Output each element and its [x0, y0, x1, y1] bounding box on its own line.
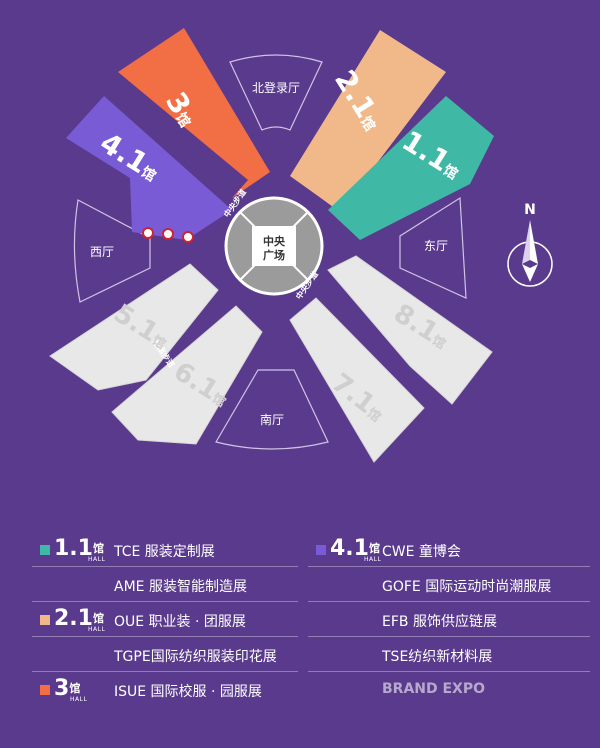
legend-text: TGPE国际纺织服装印花展 [114, 649, 277, 665]
legend-text: TCE 服装定制展 [114, 544, 215, 560]
legend-bullet-3 [40, 685, 50, 695]
legend-row: 2.1馆 HALL OUE 职业装 · 团服展 [32, 602, 298, 637]
venue-map: 中央 广场 中央步道 中央步道 西南步道 3馆 2.1馆 4.1馆 1.1馆 5… [49, 28, 553, 463]
legend-row: EFB 服饰供应链展 [308, 602, 590, 637]
legend-text: AME 服装智能制造展 [114, 579, 247, 595]
legend-text: ISUE 国际校服 · 园服展 [114, 684, 262, 700]
legend-hall-sub: HALL [70, 696, 88, 703]
legend-row: 3馆 HALL ISUE 国际校服 · 园服展 [32, 672, 298, 707]
legend-row: 4.1馆 HALL CWE 童博会 [308, 532, 590, 567]
hall-2-1[interactable] [290, 30, 446, 212]
hall-1-1[interactable] [328, 96, 494, 240]
legend-hall-3: 3馆 [54, 676, 81, 701]
hall-7-1[interactable] [289, 297, 425, 463]
south-lobby[interactable] [215, 369, 329, 450]
legend-bullet-4-1 [316, 545, 326, 555]
west-lobby[interactable] [73, 199, 151, 303]
compass: N [507, 202, 553, 287]
no-entry-icons [142, 227, 194, 243]
legend-right-column: 4.1馆 HALL CWE 童博会 GOFE 国际运动时尚潮服展 EFB 服饰供… [308, 532, 590, 707]
legend-text: CWE 童博会 [382, 544, 461, 560]
legend-text: TSE纺织新材料展 [382, 649, 493, 665]
north-lobby-label: 北登录厅 [252, 80, 300, 95]
legend-bullet-2-1 [40, 615, 50, 625]
compass-north-label: N [524, 202, 536, 218]
legend-row: TSE纺织新材料展 [308, 637, 590, 672]
east-lobby[interactable] [399, 196, 467, 299]
legend-text: EFB 服饰供应链展 [382, 614, 497, 630]
hall-8-1[interactable] [327, 255, 493, 405]
legend-brand-expo: BRAND EXPO [382, 681, 486, 697]
legend-text: GOFE 国际运动时尚潮服展 [382, 579, 552, 595]
compass-needle-icon [522, 220, 530, 264]
no-entry-icon [142, 227, 154, 239]
legend-text: OUE 职业装 · 团服展 [114, 614, 246, 630]
central-plaza-label-1: 中央 [263, 234, 286, 248]
legend-hall-sub: HALL [364, 556, 382, 563]
hall-5-1[interactable] [49, 263, 219, 391]
central-plaza-label-2: 广场 [263, 248, 285, 262]
legend-row: AME 服装智能制造展 [32, 567, 298, 602]
compass-needle-icon [530, 220, 538, 264]
central-plaza-group [224, 196, 324, 296]
legend-row: GOFE 国际运动时尚潮服展 [308, 567, 590, 602]
legend-row: BRAND EXPO [308, 672, 590, 707]
legend-hall-4-1: 4.1馆 [330, 536, 380, 561]
hall-6-1[interactable] [111, 305, 263, 445]
north-lobby[interactable] [229, 54, 323, 131]
hall-4-1[interactable] [66, 96, 232, 240]
legend-row: TGPE国际纺织服装印花展 [32, 637, 298, 672]
east-lobby-label: 东厅 [424, 239, 448, 253]
legend-bullet-1-1 [40, 545, 50, 555]
legend-row: 1.1馆 HALL TCE 服装定制展 [32, 532, 298, 567]
legend-hall-sub: HALL [88, 556, 106, 563]
legend-hall-2-1: 2.1馆 [54, 606, 104, 631]
no-entry-icon [162, 228, 174, 240]
legend-hall-sub: HALL [88, 626, 106, 633]
no-entry-icon [182, 231, 194, 243]
south-lobby-label: 南厅 [260, 412, 284, 427]
legend-left-column: 1.1馆 HALL TCE 服装定制展 AME 服装智能制造展 2.1馆 HAL… [32, 532, 298, 707]
legend-hall-1-1: 1.1馆 [54, 536, 104, 561]
hall-3[interactable] [118, 28, 270, 198]
legend: 1.1馆 HALL TCE 服装定制展 AME 服装智能制造展 2.1馆 HAL… [0, 520, 600, 748]
plaza-divider [239, 211, 309, 281]
compass-tail-icon [522, 264, 538, 282]
west-lobby-label: 西厅 [90, 245, 114, 259]
